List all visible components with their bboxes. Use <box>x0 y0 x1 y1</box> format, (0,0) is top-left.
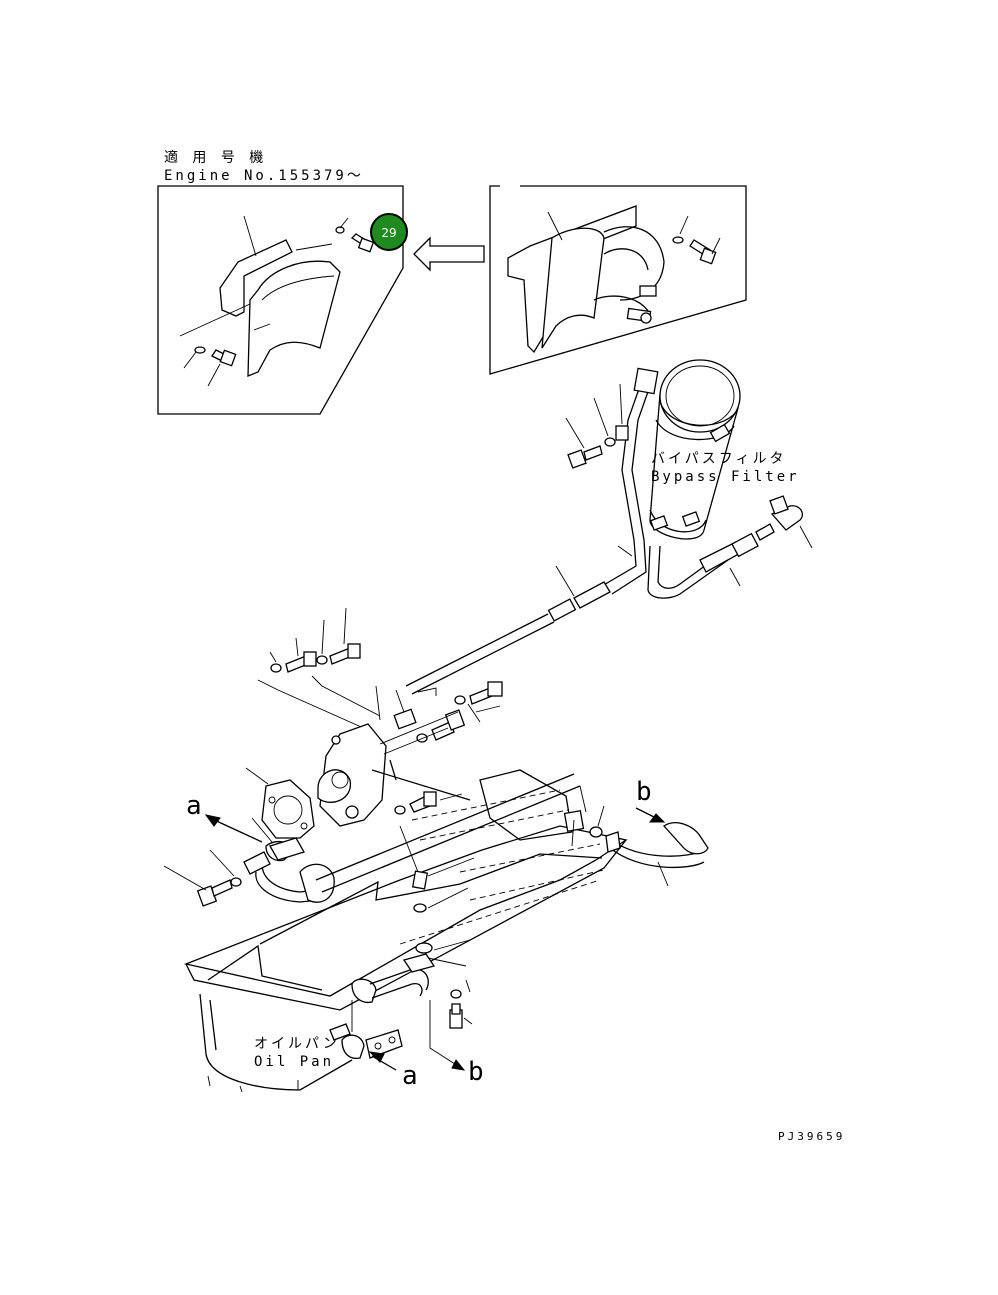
inset-new-style <box>157 185 404 415</box>
inset-old-clamp-bolt <box>626 285 657 324</box>
oil-pan-rim <box>183 825 628 997</box>
drawing-code: PJ39659 <box>778 1130 845 1143</box>
inset-new-bracket <box>219 239 293 317</box>
outlet-hose <box>699 495 804 573</box>
bolt-set-top <box>270 643 361 673</box>
oil-pan-label-jp: オイルパン <box>254 1036 340 1052</box>
pump-fitting <box>393 689 417 730</box>
filter-mount-bolt <box>567 425 629 469</box>
callout-29-number: 29 <box>381 226 396 240</box>
marker-b-lower: b <box>468 1057 484 1087</box>
bypass-filter-cap <box>659 359 741 433</box>
bypass-filter-label-en: Bypass Filter <box>651 469 800 485</box>
sump-bolt <box>394 791 437 815</box>
filter-inlet-pipe <box>601 385 641 587</box>
suction-flange <box>269 837 305 861</box>
applicable-label-en: Engine No.155379～ <box>164 168 364 184</box>
inset-new-frame <box>157 185 404 415</box>
oil-pan <box>183 759 628 1093</box>
bypass-filter <box>649 359 741 540</box>
bypass-filter-label-jp: バイパスフィルタ <box>651 451 786 467</box>
inset-old-clamp <box>603 226 665 301</box>
marker-b-upper: b <box>636 777 652 807</box>
oil-pump <box>317 723 387 827</box>
marker-a-upper: a <box>186 791 202 821</box>
strainer-bolt <box>449 989 463 1029</box>
inset-old-frame <box>489 185 747 375</box>
return-pipe-b <box>563 809 709 869</box>
marker-a-upper-arrow <box>209 817 263 843</box>
strainer-bracket <box>329 1023 403 1060</box>
inset-new-cover <box>247 260 341 377</box>
inset-old-style <box>489 185 747 375</box>
replacement-arrow <box>413 236 485 272</box>
callout-29[interactable]: 29 <box>370 213 408 251</box>
pump-gasket <box>261 779 315 839</box>
inset-new-bolt-bottom <box>194 346 237 367</box>
filter-outlet-pipe <box>647 545 729 599</box>
marker-a-lower: a <box>402 1061 418 1091</box>
callout-29-circle <box>370 213 408 251</box>
inset-old-bolt <box>672 236 717 265</box>
strainer-pipe <box>351 942 436 1004</box>
supply-hose <box>405 581 611 695</box>
bolt-set-pump-side <box>416 681 503 743</box>
inset-old-cover <box>541 227 605 349</box>
applicable-label-jp: 適 用 号 機 <box>164 149 266 166</box>
suction-bolt <box>196 877 242 907</box>
inset-new-bolt-top <box>335 226 375 253</box>
drain-plug <box>411 870 429 913</box>
oil-pan-label-en: Oil Pan <box>254 1054 334 1070</box>
filter-inlet-fitting <box>633 367 659 395</box>
